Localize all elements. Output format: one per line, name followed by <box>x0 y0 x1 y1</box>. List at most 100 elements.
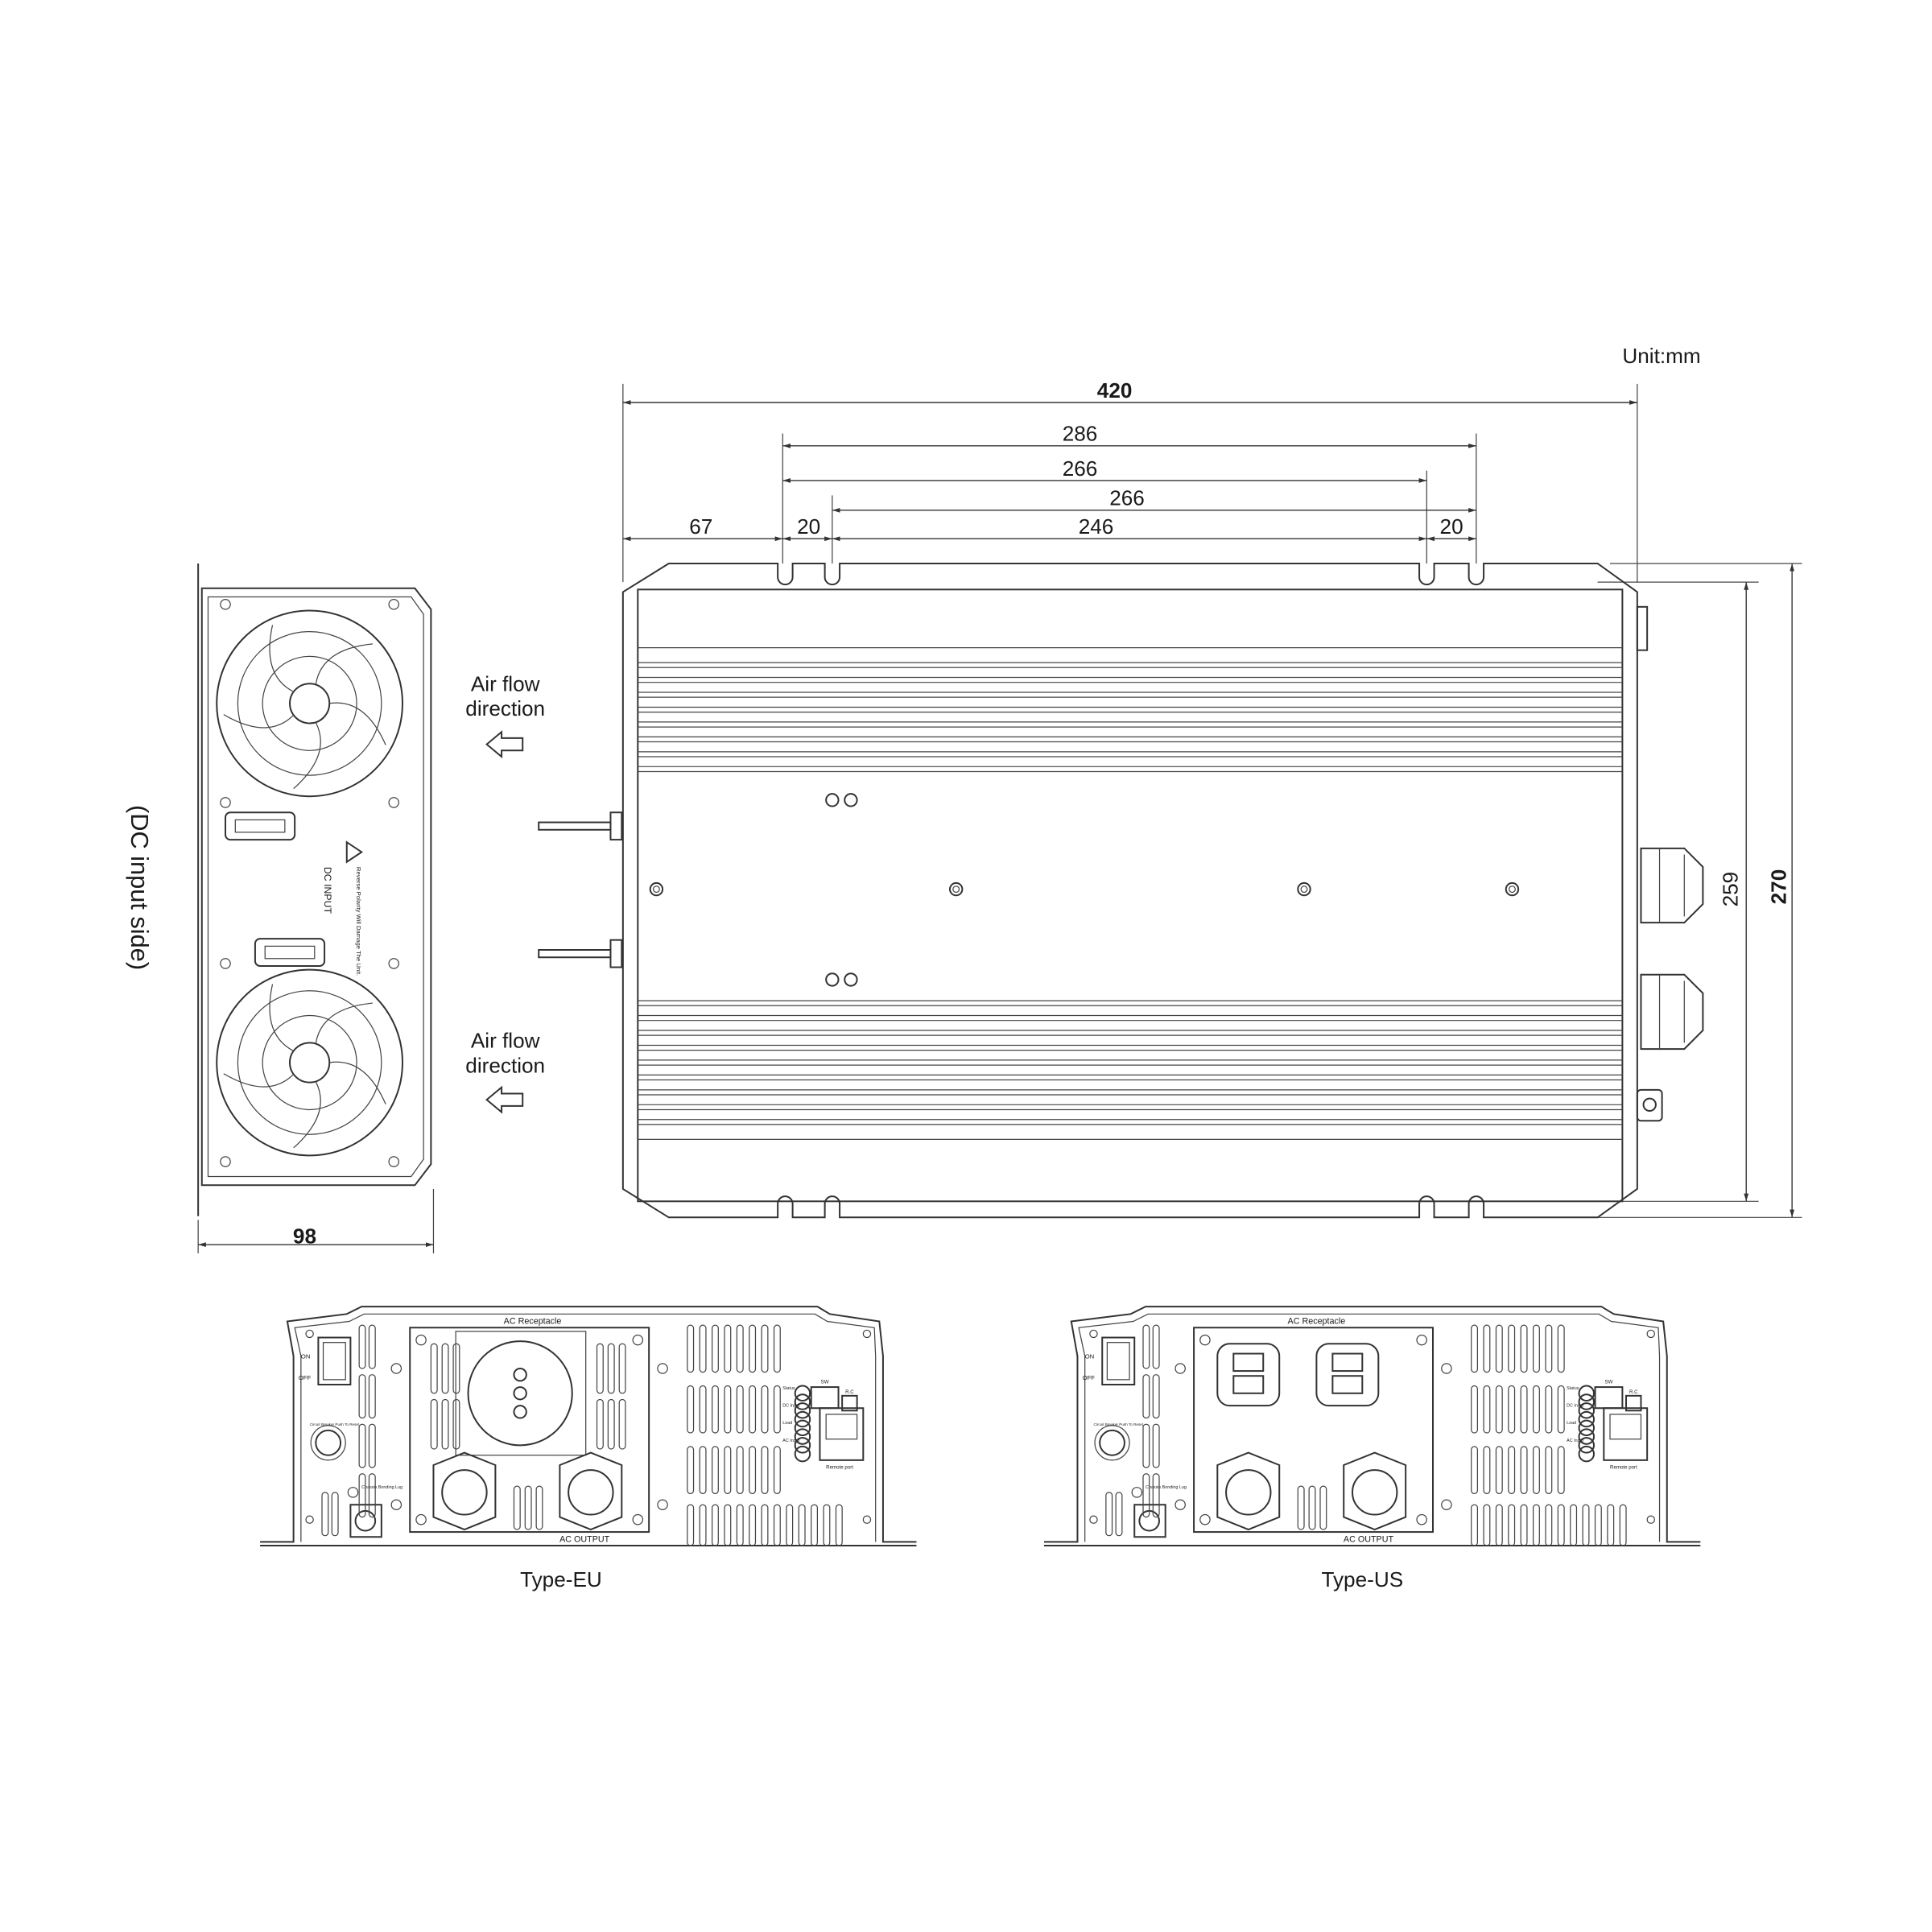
rc-label: R.C <box>845 1389 854 1395</box>
us-outlet-slot <box>1331 1352 1364 1373</box>
eu-socket <box>467 1340 573 1447</box>
vent-slot <box>1533 1324 1540 1373</box>
led-indicator <box>1578 1393 1596 1410</box>
vent-slot <box>1495 1504 1503 1546</box>
side-view-dc-input: Reverse Polarity Will Damage The Unit. D… <box>126 564 545 1216</box>
remote-port <box>819 1407 865 1461</box>
dip-switch <box>1594 1386 1624 1410</box>
heatsink-ribs <box>638 662 1623 1125</box>
panel-screw <box>390 1499 402 1510</box>
vent-slot <box>1152 1374 1160 1419</box>
led-indicator <box>794 1445 811 1463</box>
vent-slot <box>607 1398 615 1450</box>
vent-slot <box>1520 1385 1528 1434</box>
airflow-label-top-2: direction <box>465 696 545 720</box>
vent-slot <box>712 1385 719 1434</box>
vent-slot <box>823 1504 831 1546</box>
led-indicator <box>794 1410 811 1428</box>
vent-slot <box>736 1324 744 1373</box>
vent-slot <box>607 1343 615 1394</box>
fan-screw <box>220 1156 231 1167</box>
vent-slot <box>452 1343 460 1394</box>
output-gland <box>1343 1451 1407 1531</box>
vent-slot <box>749 1446 757 1494</box>
panel-screw <box>862 1329 872 1339</box>
fan-screw <box>388 797 400 808</box>
dip-switch <box>810 1386 840 1410</box>
fan-icon <box>216 599 403 808</box>
panel-outline <box>1043 1306 1701 1543</box>
vent-slot <box>749 1385 757 1434</box>
rc-connector <box>1625 1394 1642 1412</box>
fan-ring <box>262 655 357 751</box>
vent-slot <box>687 1446 695 1494</box>
fan-blade <box>315 1002 373 1044</box>
vent-slot <box>1594 1504 1602 1546</box>
fan-blade <box>329 1061 386 1104</box>
vent-slot <box>1297 1485 1305 1530</box>
fan-screw <box>388 958 400 969</box>
airflow-label-bottom-2: direction <box>465 1053 545 1077</box>
vent-slot <box>1557 1504 1565 1546</box>
fan-blade <box>223 714 295 729</box>
vent-slot <box>1533 1446 1540 1494</box>
dim-420: 420 <box>1097 378 1133 402</box>
vent-slot <box>441 1398 449 1450</box>
vent-slot <box>1545 1446 1553 1494</box>
fan-ring <box>237 631 382 776</box>
vent-slot <box>835 1504 843 1546</box>
vent-slot <box>1483 1446 1491 1494</box>
fan-screw <box>388 599 400 610</box>
socket-pin <box>513 1368 527 1382</box>
vent-slot <box>1520 1324 1528 1373</box>
panel-screw <box>1441 1499 1452 1510</box>
plate-screw <box>632 1513 644 1525</box>
cable-glands <box>1636 605 1704 1051</box>
chassis-lug-label: Chassis Bonding Lug <box>1146 1485 1187 1490</box>
vent-slot <box>321 1492 329 1537</box>
rj45-socket <box>1609 1414 1642 1440</box>
side-view-caption: (DC input side) <box>126 805 154 970</box>
fan-blade <box>293 1081 321 1149</box>
output-gland-nut <box>1352 1469 1398 1516</box>
vent-slot <box>699 1446 707 1494</box>
us-outlet-slot <box>1232 1352 1265 1373</box>
receptacle-plate <box>409 1327 650 1534</box>
vent-slot <box>736 1504 744 1546</box>
led-label: DC Input <box>782 1404 800 1409</box>
mounting-screws <box>649 793 1520 987</box>
breaker-label: Circuit Breaker Push To Reset <box>310 1422 360 1426</box>
vent-slot <box>761 1324 769 1373</box>
vent-slot <box>1582 1504 1590 1546</box>
vent-slot <box>1545 1385 1553 1434</box>
power-switch <box>317 1336 352 1385</box>
vent-slot <box>1142 1374 1150 1419</box>
vent-slot <box>761 1385 769 1434</box>
panel-screw <box>657 1363 668 1374</box>
led-indicator <box>1578 1385 1596 1402</box>
led-indicator <box>794 1402 811 1419</box>
receptacle-plate <box>1193 1327 1434 1534</box>
led-indicator <box>1578 1445 1596 1463</box>
remote-port-label: Remote port <box>1610 1465 1637 1471</box>
vent-slot <box>1520 1504 1528 1546</box>
warning-text: Reverse Polarity Will Damage The Unit. <box>355 867 362 976</box>
us-outlet-slot <box>1331 1375 1364 1394</box>
plate-screw <box>415 1513 427 1525</box>
dc-input-terminals <box>538 811 623 968</box>
on-label: ON <box>1085 1353 1095 1360</box>
vent-slot <box>1607 1504 1615 1546</box>
vent-slot <box>1308 1485 1316 1530</box>
vent-slot <box>1115 1492 1123 1537</box>
vent-slot <box>1495 1385 1503 1434</box>
type-us-label: Type-US <box>1321 1567 1403 1591</box>
vent-slot <box>1557 1324 1565 1373</box>
vent-slot <box>736 1385 744 1434</box>
vent-slot <box>618 1398 626 1450</box>
vent-slot <box>1142 1423 1150 1468</box>
vent-slot <box>761 1446 769 1494</box>
dim-266-a: 266 <box>1063 456 1098 481</box>
vent-slot <box>1152 1324 1160 1369</box>
plate-screw <box>632 1334 644 1346</box>
